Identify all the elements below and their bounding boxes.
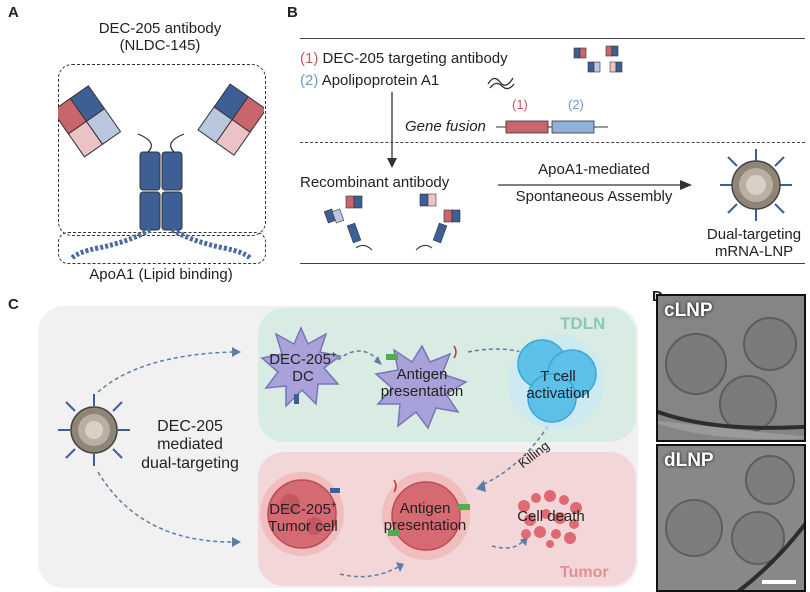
item1-number: (1) (300, 50, 319, 67)
tdln-label: TDLN (560, 314, 606, 333)
down-arrow-icon (387, 92, 397, 168)
fc-region-icon (139, 151, 183, 231)
dc-label: DEC-205+ DC (262, 350, 344, 386)
gene-fusion-label: Gene fusion (405, 118, 486, 135)
arrow-tumor-to-antigen (339, 565, 401, 578)
dlnp-label: dLNP (664, 450, 714, 471)
panel-b-top-rule (300, 38, 805, 40)
left-fab-icon (58, 85, 122, 158)
assembly-arrow-icon (498, 180, 692, 190)
arrow-dc-to-antigen (337, 350, 379, 361)
panel-a-title-line1: DEC-205 antibody (98, 20, 222, 37)
tumor-cell-label: DEC-205+ Tumor cell (258, 500, 348, 536)
dc-line1: DEC-205 (269, 351, 331, 368)
antibody-diagram (58, 83, 264, 260)
antigen-top-line2: presentation (380, 383, 464, 401)
tcell-label: T cell activation (510, 368, 606, 403)
apoa1-helix-icon (70, 227, 252, 260)
tumor-cell-line1: DEC-205 (269, 501, 331, 518)
panel-c-letter: C (8, 296, 19, 313)
antibody-cluster-icon (573, 45, 623, 73)
tumor-cell-sup: + (330, 500, 337, 511)
product-line1: Dual-targeting (706, 226, 802, 243)
clnp-label: cLNP (664, 300, 713, 321)
tumor-cell-line2: Tumor cell (268, 518, 338, 536)
segment1-label: (1) (512, 97, 528, 112)
antigen-bottom-label: Antigen presentation (372, 500, 478, 535)
item2-text: Apolipoprotein A1 (321, 72, 440, 89)
dual-targeting-lnp-icon (720, 149, 792, 221)
dlnp-micrograph: dLNP (656, 444, 806, 592)
arrow-to-tumor (97, 471, 233, 543)
arrow-to-dc (97, 351, 233, 393)
tumor-cell-icon (260, 472, 344, 556)
t-cell-icon (508, 334, 604, 430)
arrow-killing (479, 425, 549, 487)
tcell-line1: T cell (540, 368, 576, 385)
panel-b-letter: B (287, 4, 298, 21)
panel-a-title: DEC-205 antibody (NLDC-145) (55, 20, 265, 55)
item2-number: (2) (300, 72, 319, 89)
apoa1-small-helix-icon (487, 77, 515, 90)
center-line1: DEC-205 (157, 418, 223, 435)
item1-text: DEC-205 targeting antibody (322, 50, 508, 67)
dc-sup: + (330, 350, 337, 361)
item2-row: (2) Apolipoprotein A1 (300, 72, 439, 89)
panel-a-letter: A (8, 4, 19, 21)
antigen-bottom-line2: presentation (383, 517, 467, 535)
cell-death-icon (518, 490, 582, 548)
antigen-top-line1: Antigen (396, 366, 448, 383)
antibody-dashed-box (58, 64, 266, 236)
apoa1-dashed-box (58, 232, 266, 264)
dlnp-image (658, 446, 804, 590)
segment2-label: (2) (568, 97, 584, 112)
arrow-antigen-to-tcell (467, 348, 549, 367)
cell-death-label: Cell death (517, 508, 585, 525)
tcell-line2: activation (526, 385, 590, 403)
assembly-line1: ApoA1-mediated (538, 161, 650, 178)
antigen-presenting-cell-icon (374, 344, 468, 430)
item1-row: (1) DEC-205 targeting antibody (300, 50, 508, 67)
recombinant-label: Recombinant antibody (300, 174, 450, 191)
panel-b-dashed-rule (300, 142, 805, 143)
clnp-micrograph: cLNP (656, 294, 806, 442)
product-line2: mRNA-LNP (714, 243, 794, 261)
right-fab-icon (197, 83, 264, 156)
panel-b-bottom-rule (300, 263, 805, 265)
center-label: DEC-205 mediated dual-targeting (130, 418, 250, 473)
lnp-icon (58, 394, 130, 466)
antigen-bottom-line1: Antigen (399, 500, 451, 517)
assembly-line2: Spontaneous Assembly (515, 188, 673, 205)
gene-construct-icon (496, 120, 608, 134)
recombinant-antibody-icon (323, 193, 461, 251)
product-label: Dual-targeting mRNA-LNP (700, 226, 808, 261)
clnp-image (658, 296, 804, 440)
flow-arrows (97, 347, 552, 578)
tumor-antigen-cell-icon (382, 472, 470, 560)
dendritic-cell-icon (260, 326, 342, 408)
apoa1-caption: ApoA1 (Lipid binding) (89, 266, 233, 283)
tumor-label: Tumor (560, 564, 609, 581)
scale-bar (762, 580, 796, 584)
antigen-top-label: Antigen presentation (372, 366, 472, 401)
center-line2: mediated (157, 436, 223, 454)
panel-a-title-line2: (NLDC-145) (119, 37, 201, 55)
dc-line2: DC (292, 368, 314, 386)
center-line3: dual-targeting (141, 454, 239, 472)
